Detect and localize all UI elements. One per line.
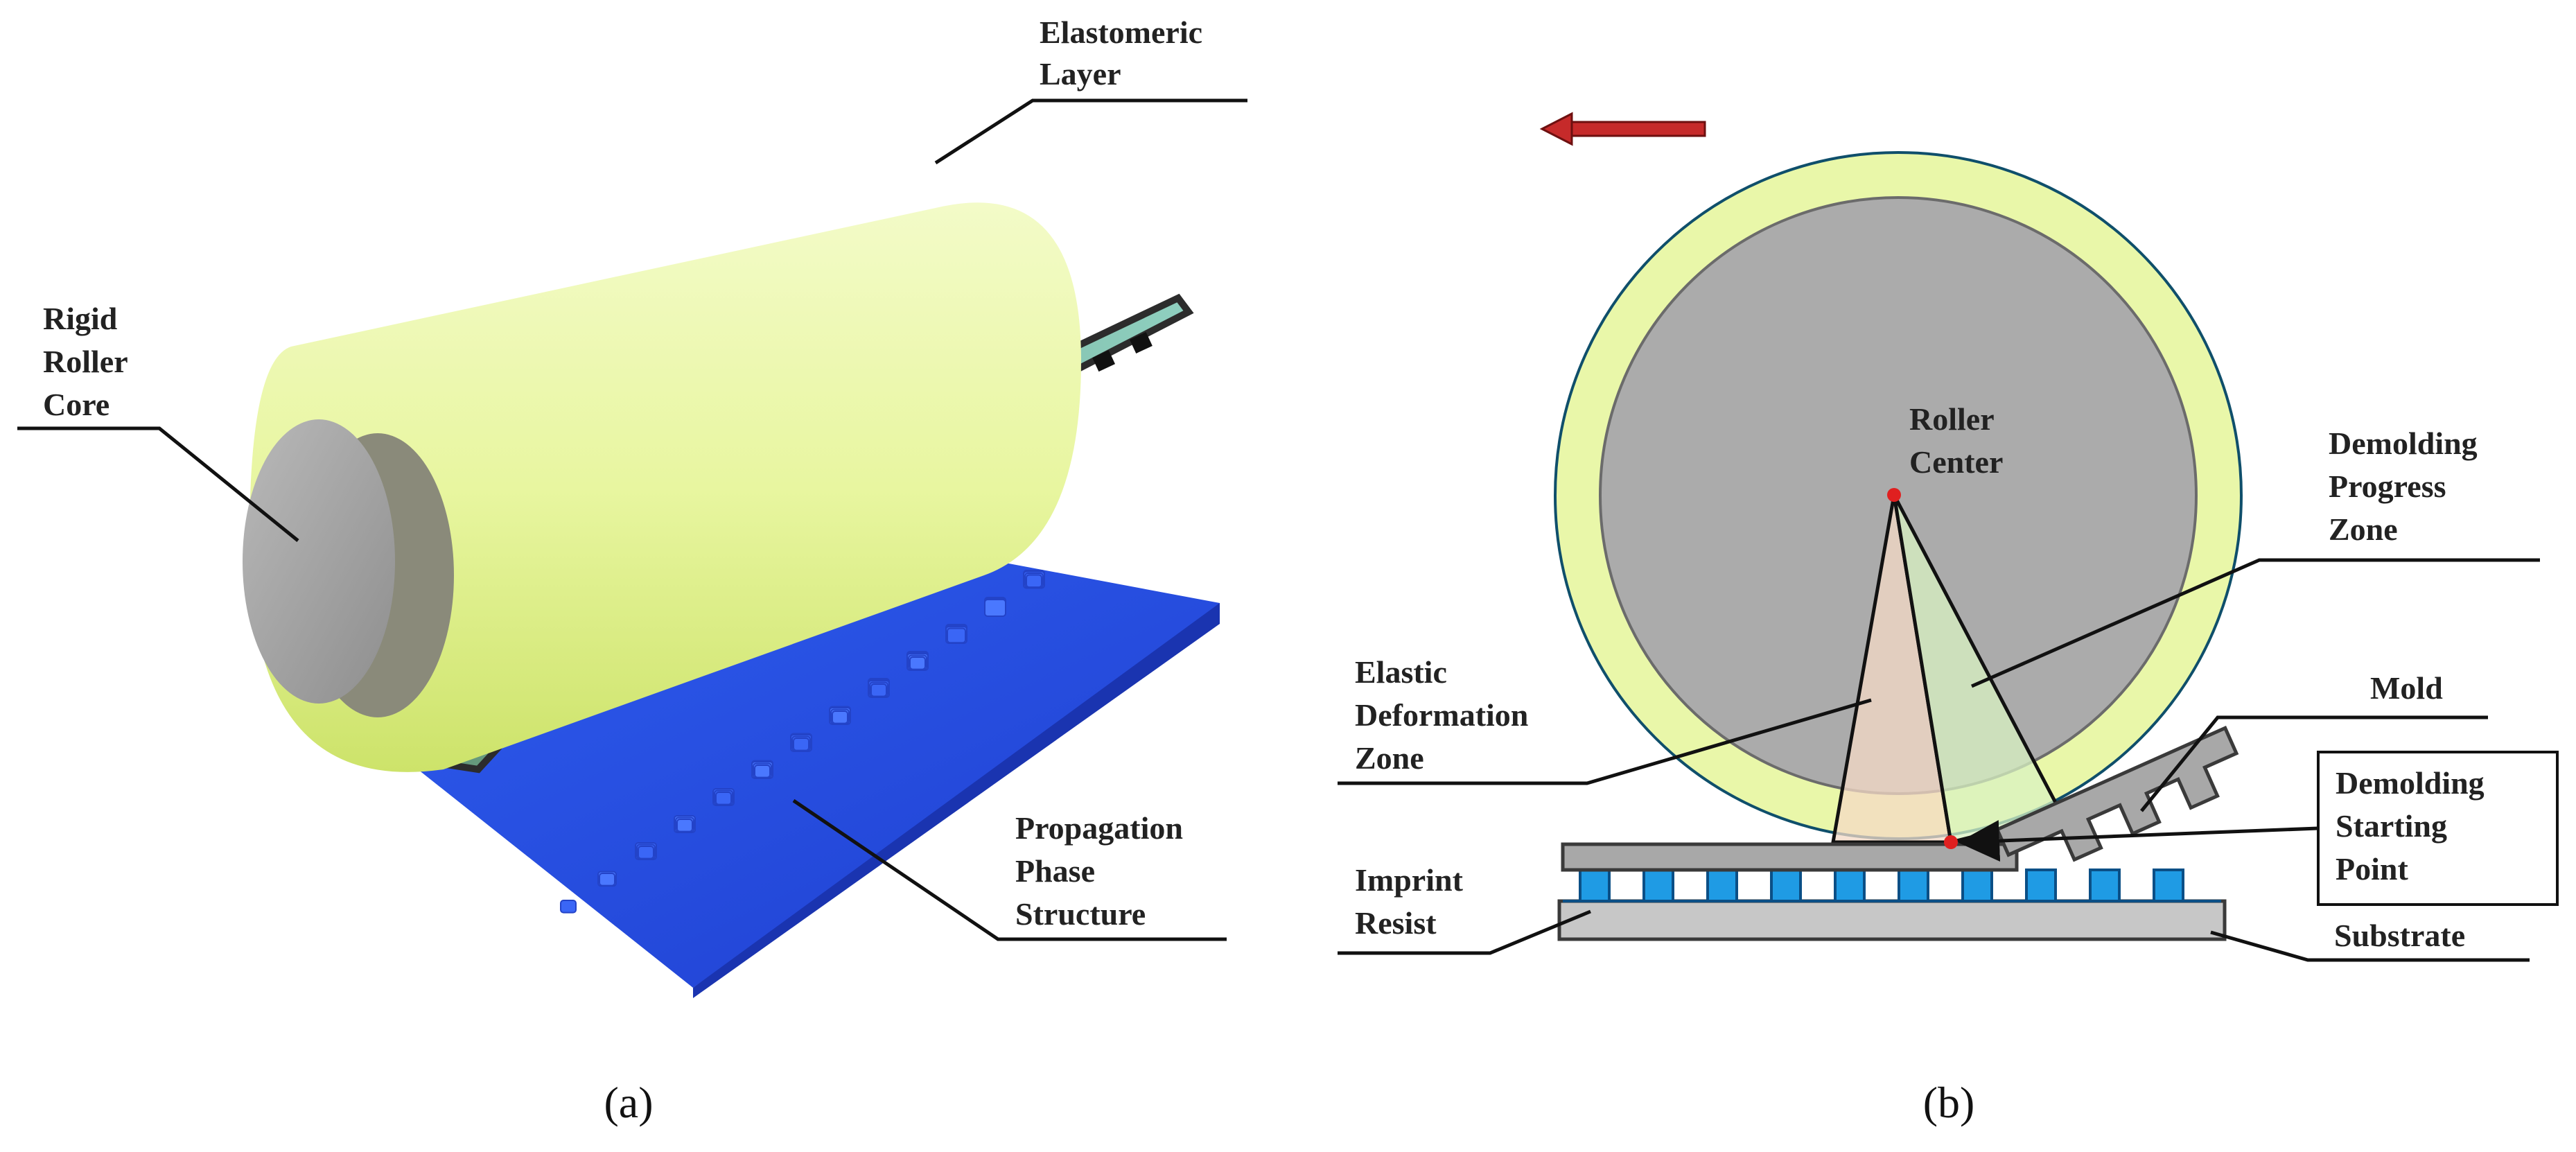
roller-center-point	[1887, 488, 1901, 502]
pattern-cube	[793, 738, 809, 751]
demolding-starting-point	[1944, 835, 1958, 849]
pattern-cube	[984, 599, 1006, 617]
panel-b	[1539, 112, 2559, 941]
label-mold: Mold	[2370, 670, 2443, 706]
label-elastic-deformation-zone: Elastic Deformation Zone	[1355, 654, 1536, 776]
leader-starting-point	[1958, 820, 2319, 862]
pattern-cube	[638, 846, 654, 859]
demolding-starting-point-box	[2317, 751, 2559, 906]
leader-elastic	[1338, 698, 1872, 785]
pattern-cube	[870, 683, 887, 697]
pattern-cube	[1026, 574, 1042, 588]
label-rigid-roller-core: Rigid Roller Core	[43, 301, 135, 422]
panel-label-a: (a)	[604, 1078, 653, 1127]
label-demolding-progress-zone: Demolding Progress Zone	[2329, 426, 2485, 547]
peeled-mold	[1995, 726, 2239, 862]
pattern-cube	[715, 792, 732, 805]
mold-film-cavity	[1092, 350, 1116, 372]
pattern-cube	[676, 819, 693, 832]
pattern-base-edge	[693, 603, 1220, 998]
label-elastomeric-layer: Elastomeric Layer	[1040, 15, 1211, 91]
leader-elastomeric	[934, 98, 1247, 165]
pattern-cube	[599, 873, 615, 887]
resist-teeth	[1563, 869, 2221, 902]
substrate-layer	[1557, 899, 2227, 941]
callout-labels: Elastomeric Layer Rigid Roller Core Prop…	[43, 15, 2492, 953]
rigid-roller-core	[243, 419, 395, 704]
leader-propagation	[792, 798, 1227, 941]
leader-imprint	[1338, 909, 1591, 955]
pattern-cube	[560, 900, 577, 914]
pattern-cube	[909, 656, 926, 670]
label-demolding-starting-point: Demolding Starting Point	[2336, 765, 2492, 887]
pattern-cube	[947, 627, 966, 644]
elastomeric-layer-body	[249, 202, 1081, 772]
mold-film-cavity	[1130, 332, 1153, 354]
label-propagation-phase-structure: Propagation Phase Structure	[1015, 810, 1191, 932]
cube-array-icon	[560, 570, 1045, 914]
leader-lines	[17, 98, 2540, 962]
leader-demolding-progress	[1970, 558, 2540, 688]
label-substrate: Substrate	[2334, 918, 2465, 953]
leader-substrate	[2210, 930, 2530, 962]
pattern-cube	[832, 710, 848, 724]
left-arrow-icon	[1539, 112, 1706, 146]
panel-labels: (a) (b)	[604, 1078, 1974, 1127]
panel-a	[243, 202, 1220, 998]
label-imprint-resist: Imprint Resist	[1355, 862, 1471, 941]
leader-core	[17, 426, 299, 542]
panel-label-b: (b)	[1923, 1078, 1975, 1127]
pattern-cube	[754, 765, 771, 778]
imprint-resist-layer	[1563, 869, 2221, 902]
leader-mold	[2140, 715, 2488, 812]
label-roller-center: Roller Center	[1909, 401, 2003, 480]
flat-mold	[1561, 842, 2019, 872]
